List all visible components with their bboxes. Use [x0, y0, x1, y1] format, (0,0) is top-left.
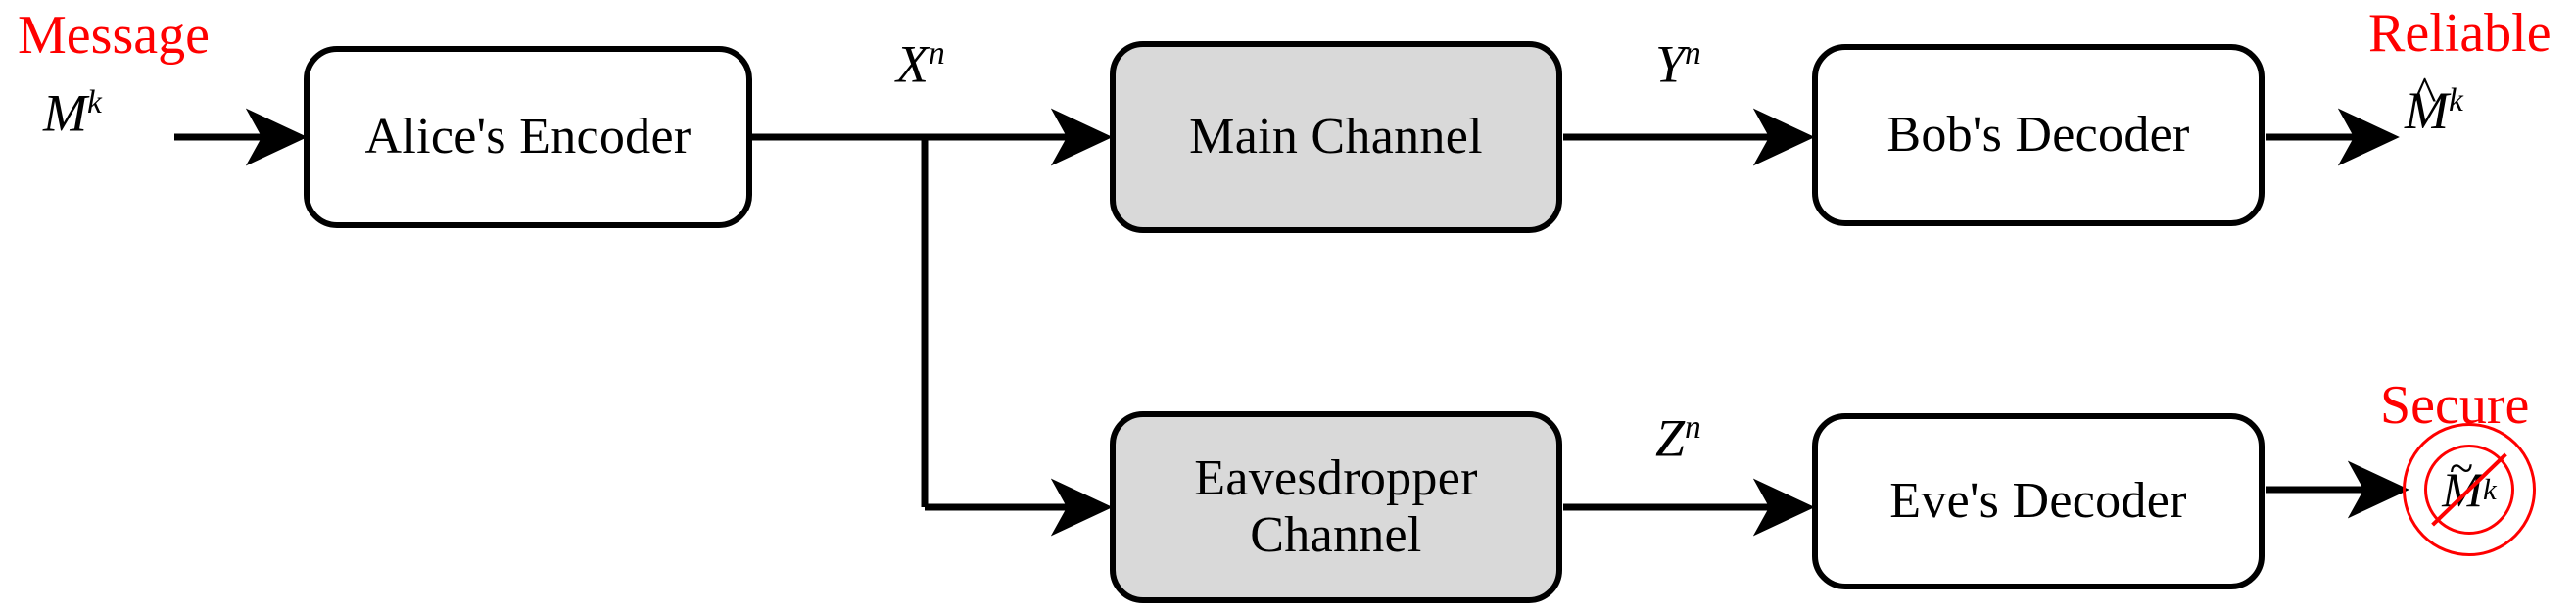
- signal-label-encoded: Xn: [896, 34, 945, 94]
- signal-bob-estimate-base: M: [2405, 81, 2449, 141]
- signal-encoded-base: X: [896, 34, 929, 94]
- signal-main-output-superscript: n: [1685, 35, 1701, 71]
- node-eve-decoder-label: Eve's Decoder: [1889, 472, 2187, 529]
- no-access-outer-ring: [2403, 423, 2536, 556]
- node-main-channel[interactable]: Main Channel: [1110, 41, 1562, 233]
- node-eve-decoder[interactable]: Eve's Decoder: [1812, 413, 2265, 589]
- node-bob-decoder-label: Bob's Decoder: [1886, 106, 2190, 163]
- signal-message-superscript: k: [86, 84, 102, 120]
- hat-accent: ^: [2412, 67, 2437, 123]
- signal-eaves-output-superscript: n: [1685, 409, 1701, 446]
- node-bob-decoder[interactable]: Bob's Decoder: [1812, 44, 2265, 226]
- signal-encoded-superscript: n: [929, 35, 945, 71]
- node-alice-encoder[interactable]: Alice's Encoder: [304, 46, 752, 228]
- signal-label-eaves-output: Zn: [1655, 408, 1701, 468]
- signal-label-bob-estimate: ^Mk: [2405, 70, 2463, 141]
- signal-eaves-output-base: Z: [1655, 408, 1686, 468]
- signal-main-output-base: Y: [1655, 34, 1686, 94]
- signal-message-base: M: [43, 83, 87, 143]
- tilde-accent: ~: [2449, 444, 2474, 494]
- signal-label-main-output: Yn: [1655, 34, 1701, 94]
- signal-bob-estimate-superscript: k: [2448, 82, 2463, 118]
- node-main-channel-label: Main Channel: [1189, 108, 1483, 164]
- no-access-inner-ring: [2424, 445, 2514, 535]
- node-eavesdropper-channel-label: Eavesdropper Channel: [1194, 449, 1478, 563]
- signal-label-message: Mk: [43, 83, 102, 143]
- node-alice-encoder-label: Alice's Encoder: [364, 108, 692, 164]
- annotation-message: Message: [18, 5, 210, 66]
- annotation-reliable: Reliable: [2368, 3, 2552, 64]
- signal-eve-estimate-superscript: k: [2482, 472, 2497, 506]
- hat-accent-wrapper: ^M: [2405, 70, 2449, 141]
- node-eavesdropper-channel[interactable]: Eavesdropper Channel: [1110, 411, 1562, 603]
